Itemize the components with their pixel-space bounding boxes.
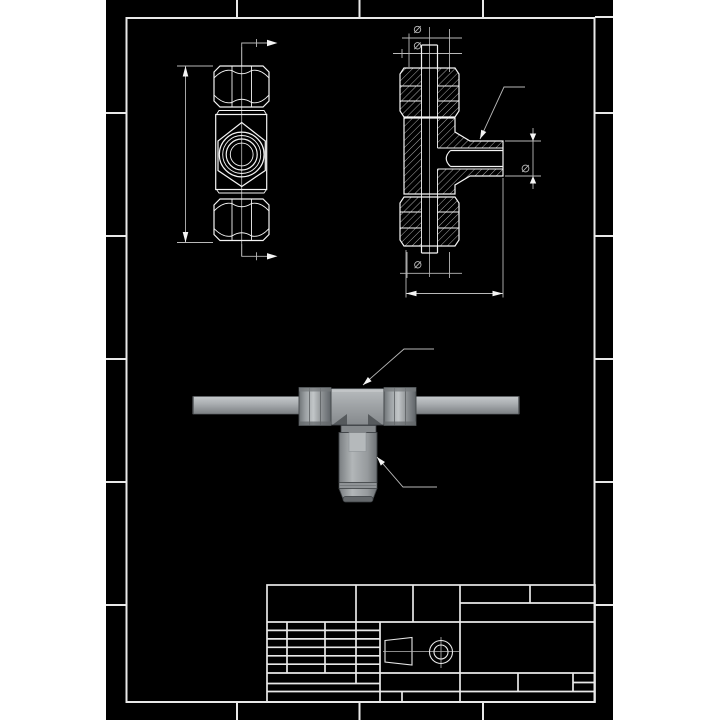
sheet-background: [106, 0, 613, 720]
branch-port: [338, 425, 378, 503]
third-angle-projection-icon: [383, 636, 459, 668]
section-arrow-bottom: [241, 244, 278, 261]
top-nut: [213, 65, 270, 108]
section-nut-bottom: [399, 194, 460, 247]
tube-stub-bottom: [420, 246, 439, 254]
left-nut: [298, 387, 332, 426]
section-view: [393, 25, 541, 298]
diameter-dimension-top-1: [402, 25, 462, 39]
tee-body-face: [215, 113, 268, 191]
isometric-view: [192, 348, 520, 503]
tube-stub-top: [420, 44, 439, 70]
width-dimension: [405, 178, 504, 298]
leader-callout-body: [362, 348, 434, 386]
fillet-wedge-left: [333, 414, 347, 425]
revision-table: [267, 622, 381, 702]
leader-callout: [479, 86, 525, 140]
union-joint-bottom: [216, 189, 267, 194]
branch-tube: [445, 149, 503, 168]
bottom-nut: [213, 198, 270, 242]
branch-diameter-dimension: [505, 128, 541, 189]
union-joint-top: [216, 110, 267, 115]
height-dimension: [177, 65, 213, 243]
centering-marks: [106, 0, 613, 720]
diameter-dimension-bottom: [400, 252, 462, 278]
hex-flat-highlight: [348, 432, 367, 452]
section-arrow-top: [241, 39, 278, 66]
tee-body: [330, 388, 385, 426]
leader-callout-branch-end: [376, 456, 437, 488]
right-nut: [383, 387, 417, 426]
title-block: [266, 584, 596, 703]
section-nut-top: [399, 67, 460, 118]
diameter-dimension-top-2: [393, 42, 462, 58]
front-view: [177, 39, 278, 261]
fillet-wedge-right: [368, 414, 382, 425]
flare-tip: [342, 496, 374, 503]
section-body: [403, 117, 504, 195]
